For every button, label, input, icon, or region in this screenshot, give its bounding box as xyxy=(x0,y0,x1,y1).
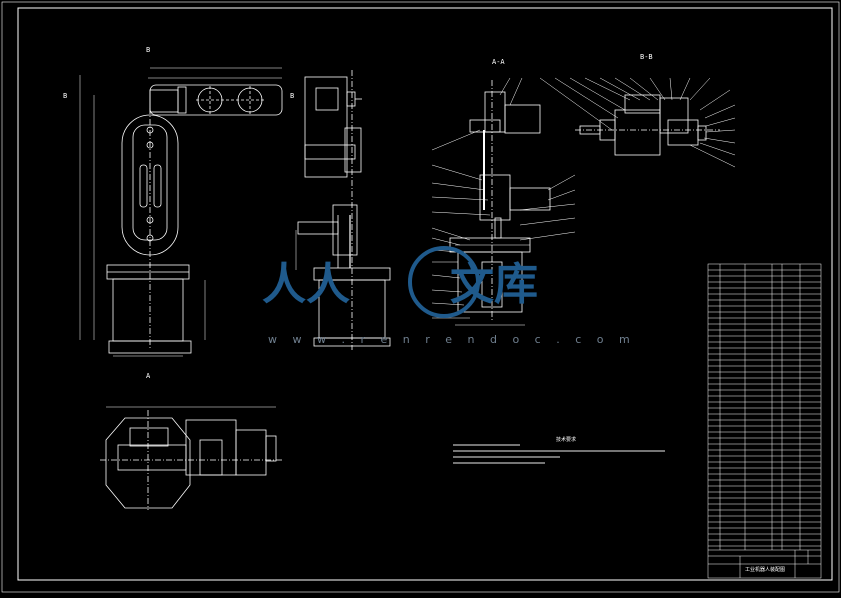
inner-border xyxy=(17,7,833,581)
front-view xyxy=(79,67,283,357)
section-label-b-left: B xyxy=(63,92,68,100)
watermark-right: 文库 xyxy=(450,259,538,310)
section-label-b-b: B-B xyxy=(640,53,653,61)
table-footer-title: 工业机器人装配图 xyxy=(745,567,786,573)
section-label-a-bottom: A xyxy=(146,372,151,380)
technical-notes xyxy=(453,444,665,464)
section-a-a xyxy=(449,80,551,326)
section-label-b-top: B xyxy=(146,46,151,54)
watermark-url: w w w . r e n r e n d o c . c o m xyxy=(268,333,636,346)
side-view xyxy=(295,70,391,350)
parts-table xyxy=(707,263,822,579)
section-label-a-a: A-A xyxy=(492,58,505,66)
section-label-b-right: B xyxy=(290,92,295,100)
section-b-b xyxy=(575,94,720,156)
watermark-left: 人人 xyxy=(262,259,350,310)
watermark-logo xyxy=(408,246,480,318)
notes-title: 技术要求 xyxy=(556,437,577,443)
plan-view xyxy=(100,406,284,510)
